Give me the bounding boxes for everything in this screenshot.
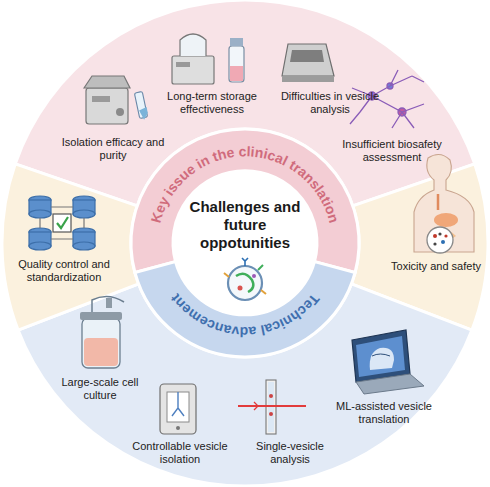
item-caption: Isolation efficacy and purity: [61, 136, 165, 161]
item-caption: Insufficient biosafety assessment: [336, 138, 448, 163]
item-caption: Large-scale cell culture: [58, 376, 142, 401]
item-caption: Single-vesicle analysis: [242, 440, 338, 465]
isolation-device-icon: [160, 384, 196, 434]
inner-pink-band: [131, 129, 359, 273]
item-caption: ML-assisted vesicle translation: [332, 400, 436, 425]
microfluidic-icon: [238, 380, 306, 434]
center-title: Challenges and future oppotunities: [186, 198, 304, 252]
freeze-dryer-icon: [172, 34, 244, 84]
database-icon: [29, 196, 95, 250]
laptop-icon: [352, 330, 424, 394]
item-caption: Long-term storage effectiveness: [156, 90, 268, 115]
analyzer-icon: [282, 44, 334, 82]
bioreactor-icon: [80, 296, 124, 368]
vesicle-icon: [224, 258, 266, 300]
item-caption: Quality control and standardization: [8, 258, 120, 283]
inner-ring: [131, 129, 359, 357]
item-caption: Toxicity and safety: [390, 260, 482, 273]
item-caption: Difficulties in vesicle analysis: [278, 90, 382, 115]
center-disc: [174, 172, 316, 314]
centrifuge-icon: [84, 76, 149, 124]
body-icon: [414, 154, 474, 253]
item-caption: Controllable vesicle isolation: [130, 440, 230, 465]
center-circle: Challenges and future oppotunities: [174, 172, 316, 314]
outer-cream-sector: [2, 164, 139, 330]
